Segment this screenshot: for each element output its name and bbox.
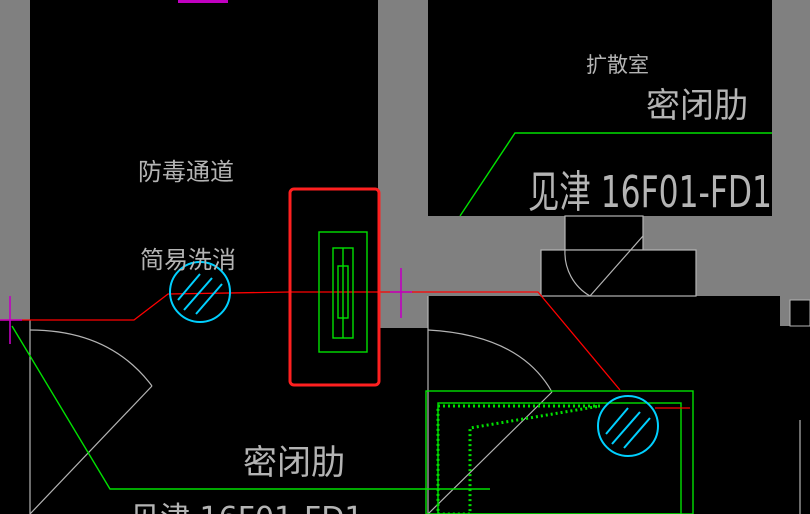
- label-simple-decon: 简易洗消: [140, 246, 236, 274]
- label-diffusion-room: 扩散室: [586, 53, 649, 77]
- marker-top: [178, 0, 228, 3]
- door-block-lower: [540, 249, 697, 297]
- door-arc-top: [564, 249, 591, 297]
- door-arc-center: [427, 329, 553, 393]
- label-callout-ref-bottom: 见津 16F01-FD1: [130, 501, 363, 514]
- label-callout-ref: 见津 16F01-FD1: [528, 167, 772, 218]
- label-airtight-rib-bottom: 密闭肋: [243, 443, 345, 483]
- airtight-fitting-icon: [318, 231, 368, 353]
- room-diffusion-interior: [428, 0, 772, 216]
- door-arc-left: [29, 329, 153, 387]
- leader-top: [459, 132, 772, 217]
- highlight-box[interactable]: [288, 187, 381, 387]
- equipment-box: [425, 390, 694, 514]
- lower-right-opening: [428, 296, 810, 514]
- wall-stub-right-inner: [789, 299, 810, 327]
- valve-left-icon: [169, 261, 231, 323]
- pipe-markers: [0, 268, 412, 344]
- equipment-box-inner: [437, 402, 682, 514]
- label-airtight-rib-top: 密闭肋: [646, 86, 748, 126]
- label-gas-passage: 防毒通道: [138, 158, 234, 186]
- wall-right-upper: [772, 0, 810, 216]
- leader-bottom: [11, 325, 490, 490]
- door-leaf-top: [589, 235, 644, 297]
- wall-left: [0, 0, 30, 320]
- equipment-hatch: [436, 404, 601, 514]
- door-leaf-left: [29, 385, 153, 514]
- door-block-upper: [564, 215, 644, 251]
- equipment-box-outer: [425, 390, 694, 514]
- leader-lines: [11, 132, 772, 490]
- walls: [0, 0, 810, 328]
- door-leaf-center: [427, 391, 553, 514]
- door-blocks: [540, 215, 697, 297]
- valve-right-icon: [597, 395, 659, 457]
